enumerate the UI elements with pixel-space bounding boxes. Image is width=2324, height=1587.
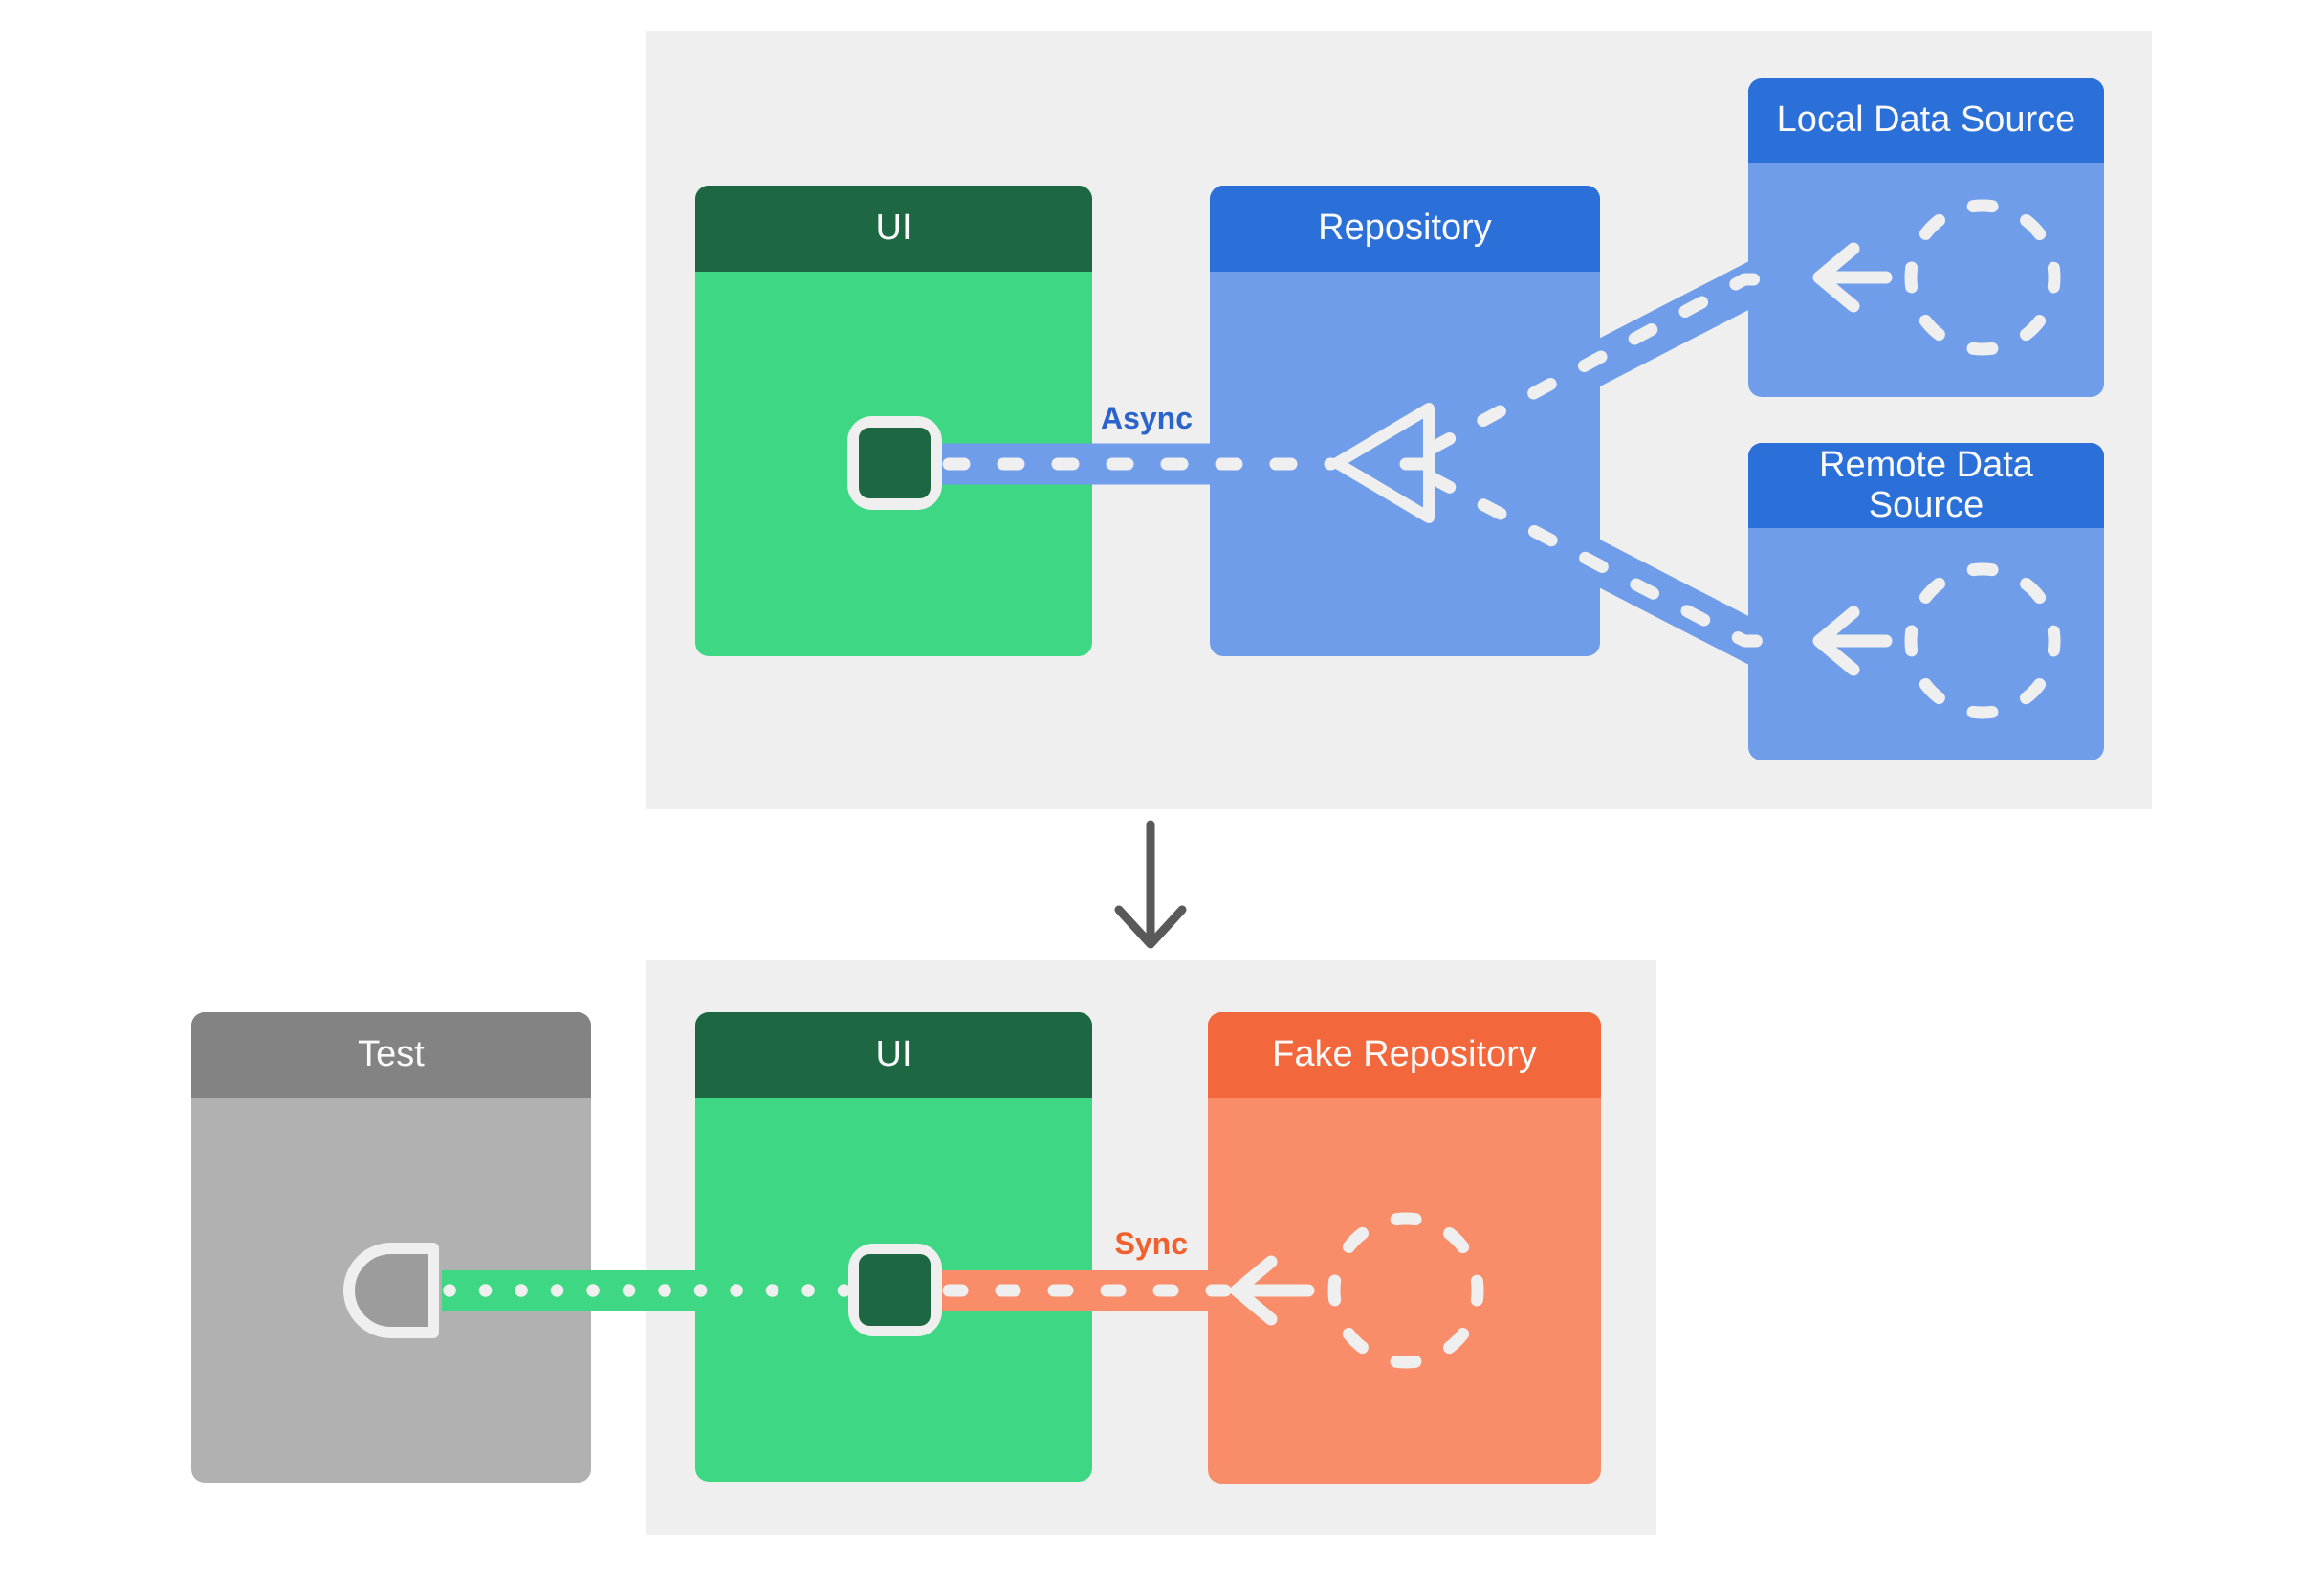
ui-box-title: UI bbox=[875, 208, 912, 249]
ui-box-production: UI bbox=[695, 186, 1092, 656]
local-data-source-title: Local Data Source bbox=[1776, 99, 2076, 141]
test-box-header: Test bbox=[191, 1012, 591, 1098]
test-box: Test bbox=[191, 1012, 591, 1483]
remote-data-source-box: Remote Data Source bbox=[1748, 443, 2104, 760]
async-flow-label: Async bbox=[1100, 401, 1193, 435]
fake-repository-title: Fake Repository bbox=[1272, 1034, 1537, 1075]
ui-box-test-title: UI bbox=[875, 1034, 912, 1075]
test-box-title: Test bbox=[358, 1034, 425, 1075]
ui-box-test-header: UI bbox=[695, 1012, 1092, 1098]
repository-box-header: Repository bbox=[1210, 186, 1600, 272]
local-data-source-header: Local Data Source bbox=[1748, 78, 2104, 163]
local-data-source-box: Local Data Source bbox=[1748, 78, 2104, 397]
repository-box: Repository bbox=[1210, 186, 1600, 656]
remote-data-source-title: Remote Data Source bbox=[1819, 444, 2033, 525]
fake-repository-box: Fake Repository bbox=[1208, 1012, 1601, 1484]
remote-data-source-header: Remote Data Source bbox=[1748, 443, 2104, 528]
repository-box-title: Repository bbox=[1318, 208, 1492, 249]
down-arrow-icon bbox=[1114, 820, 1187, 949]
fake-repository-header: Fake Repository bbox=[1208, 1012, 1601, 1098]
ui-box-header: UI bbox=[695, 186, 1092, 272]
sync-flow-label: Sync bbox=[1114, 1226, 1188, 1261]
